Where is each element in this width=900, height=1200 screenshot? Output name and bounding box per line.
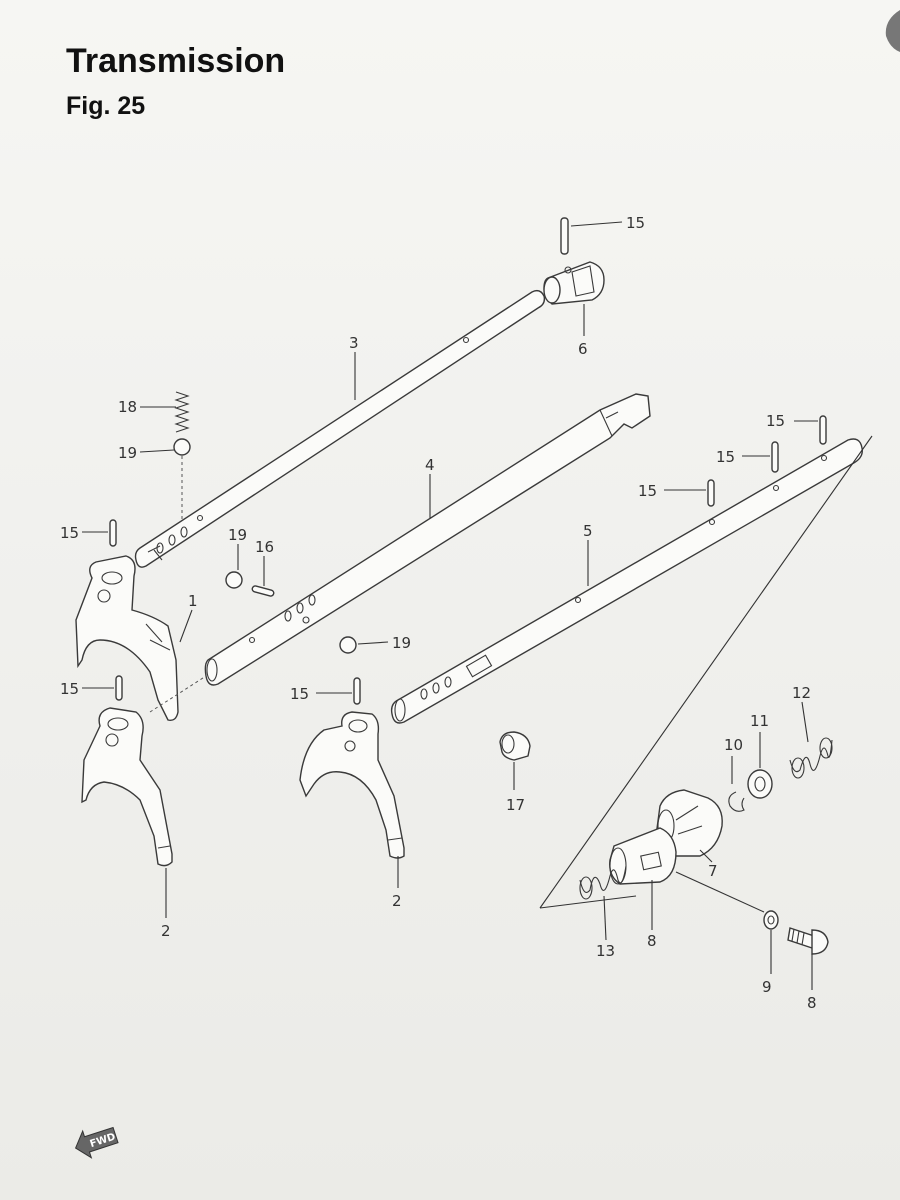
callout-15: 15 xyxy=(60,524,79,542)
bolt-9 xyxy=(787,927,829,955)
callout-18: 18 xyxy=(118,398,137,416)
pin-15-fork-2 xyxy=(115,675,123,701)
callout-15: 15 xyxy=(716,448,735,466)
page-title: Transmission xyxy=(66,42,286,80)
callout-15: 15 xyxy=(766,412,785,430)
callout-1: 1 xyxy=(188,592,198,610)
callout-15: 15 xyxy=(638,482,657,500)
spring-18 xyxy=(174,391,190,433)
callout-11: 10 xyxy=(724,736,743,754)
clip-11 xyxy=(728,791,745,812)
callout-16: 16 xyxy=(255,538,274,556)
callout-4: 4 xyxy=(425,456,435,474)
shift-fork-2-right xyxy=(299,711,405,859)
assembly-line-10 xyxy=(675,871,765,913)
shift-fork-1 xyxy=(75,555,179,722)
shift-fork-2-left xyxy=(81,707,173,867)
callout-6: 6 xyxy=(578,340,588,358)
spring-14 xyxy=(579,865,627,900)
callout-12: 11 xyxy=(750,712,769,730)
plug-17 xyxy=(499,731,531,761)
callout-labels: 15 6 3 4 5 18 19 15 19 16 19 1 15 15 15 … xyxy=(60,214,817,1012)
callout-19: 19 xyxy=(228,526,247,544)
callout-7: 7 xyxy=(708,862,718,880)
assembly-line-fork xyxy=(149,675,207,713)
callout-5: 5 xyxy=(583,522,593,540)
callout-10: 9 xyxy=(762,978,772,996)
callout-8: 8 xyxy=(647,932,657,950)
pin-15-top xyxy=(560,217,569,255)
shaft-connector-6 xyxy=(543,261,605,305)
callout-15: 15 xyxy=(60,680,79,698)
pin-16 xyxy=(251,585,275,597)
group-outline-base xyxy=(539,895,637,909)
spring-13 xyxy=(789,737,833,779)
body-8 xyxy=(609,827,677,885)
callout-13: 12 xyxy=(792,684,811,702)
callout-15: 15 xyxy=(290,685,309,703)
shift-shaft-5 xyxy=(390,438,863,724)
binder-hole-shadow xyxy=(885,10,900,52)
callout-19: 19 xyxy=(392,634,411,652)
group-outline-left xyxy=(539,435,873,909)
callout-17: 17 xyxy=(506,796,525,814)
callout-2: 2 xyxy=(392,892,402,910)
shift-shaft-3 xyxy=(134,289,546,568)
pin-15-shaft-5c xyxy=(819,415,827,445)
pin-15-fork-2b xyxy=(353,677,361,705)
ball-19-lower xyxy=(339,636,357,654)
ball-19-middle xyxy=(225,571,243,589)
callout-3: 3 xyxy=(349,334,359,352)
callout-15: 15 xyxy=(626,214,645,232)
pin-15-shaft-5b xyxy=(771,441,779,473)
shift-shaft-4 xyxy=(204,393,651,686)
callout-19: 19 xyxy=(118,444,137,462)
washer-10 xyxy=(763,910,779,930)
pin-15-fork-1 xyxy=(109,519,117,547)
callout-2: 2 xyxy=(161,922,171,940)
callout-14: 13 xyxy=(596,942,615,960)
pin-15-shaft-5a xyxy=(707,479,715,507)
callout-9: 8 xyxy=(807,994,817,1012)
ball-19-upper xyxy=(173,438,191,456)
forward-direction-arrow: FWD xyxy=(74,1126,119,1159)
figure-number: Fig. 25 xyxy=(66,92,146,120)
washer-12 xyxy=(747,769,773,799)
callout-leaders xyxy=(82,221,818,990)
